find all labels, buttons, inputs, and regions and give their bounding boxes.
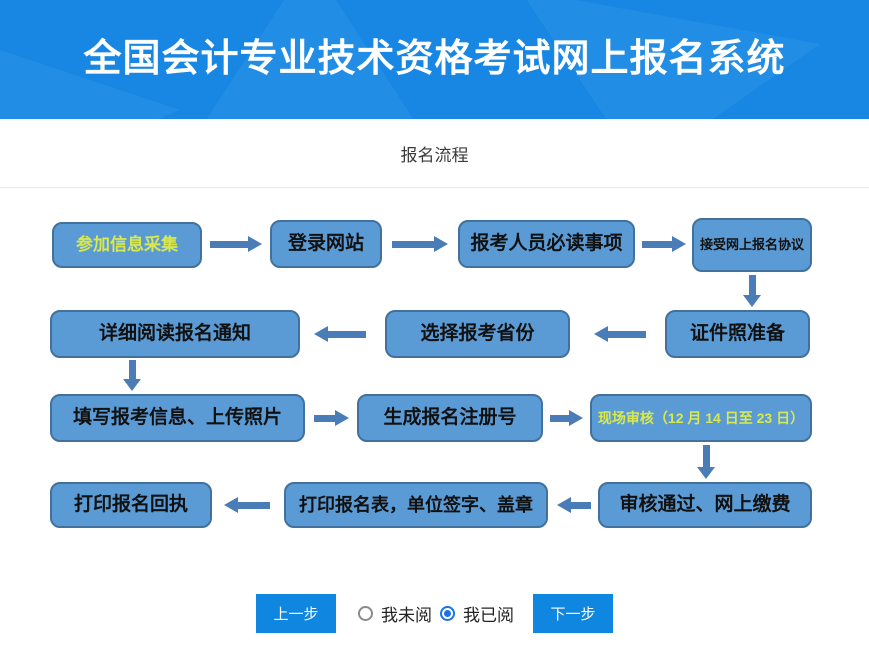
prev-step-button[interactable]: 上一步: [256, 594, 336, 633]
arrow-left-icon: [314, 326, 366, 342]
flow-step-read-notice: 详细阅读报名通知: [50, 310, 300, 358]
flow-step-onsite-review: 现场审核（12 月 14 日至 23 日）: [590, 394, 812, 442]
arrow-left-icon: [224, 497, 270, 513]
arrow-down-icon: [123, 360, 141, 391]
flow-step-generate-reg-number: 生成报名注册号: [357, 394, 543, 442]
radio-not-read-label: 我未阅: [381, 605, 432, 625]
flow-step-must-read: 报考人员必读事项: [458, 220, 635, 268]
arrow-left-icon: [594, 326, 646, 342]
header-banner: 全国会计专业技术资格考试网上报名系统: [0, 0, 869, 119]
next-step-button[interactable]: 下一步: [533, 594, 613, 633]
page-title: 全国会计专业技术资格考试网上报名系统: [83, 38, 786, 80]
arrow-right-icon: [392, 236, 448, 252]
radio-have-read-circle-icon[interactable]: [440, 605, 455, 621]
arrow-right-icon: [210, 236, 262, 252]
flow-step-fill-info-upload-photo: 填写报考信息、上传照片: [50, 394, 305, 442]
radio-have-read[interactable]: 我已阅: [440, 602, 514, 625]
flow-step-print-receipt: 打印报名回执: [50, 482, 212, 528]
radio-have-read-label: 我已阅: [463, 605, 514, 625]
flow-step-print-form-sign-stamp: 打印报名表，单位签字、盖章: [284, 482, 548, 528]
section-title: 报名流程: [400, 146, 469, 165]
flow-step-login-website: 登录网站: [270, 220, 382, 268]
section-divider: [0, 187, 869, 188]
flow-step-photo-prepare: 证件照准备: [665, 310, 810, 358]
arrow-left-icon: [557, 497, 591, 513]
arrow-right-icon: [642, 236, 686, 252]
arrow-down-icon: [697, 445, 715, 479]
radio-not-read[interactable]: 我未阅: [358, 602, 432, 625]
arrow-down-icon: [743, 275, 761, 307]
arrow-right-icon: [550, 410, 583, 426]
flow-step-info-collection: 参加信息采集: [52, 222, 202, 268]
arrow-right-icon: [314, 410, 349, 426]
flow-step-review-passed-pay-online: 审核通过、网上缴费: [598, 482, 812, 528]
radio-not-read-circle-icon[interactable]: [358, 605, 373, 621]
flow-step-accept-agreement: 接受网上报名协议: [692, 218, 812, 272]
flow-step-select-province: 选择报考省份: [385, 310, 570, 358]
